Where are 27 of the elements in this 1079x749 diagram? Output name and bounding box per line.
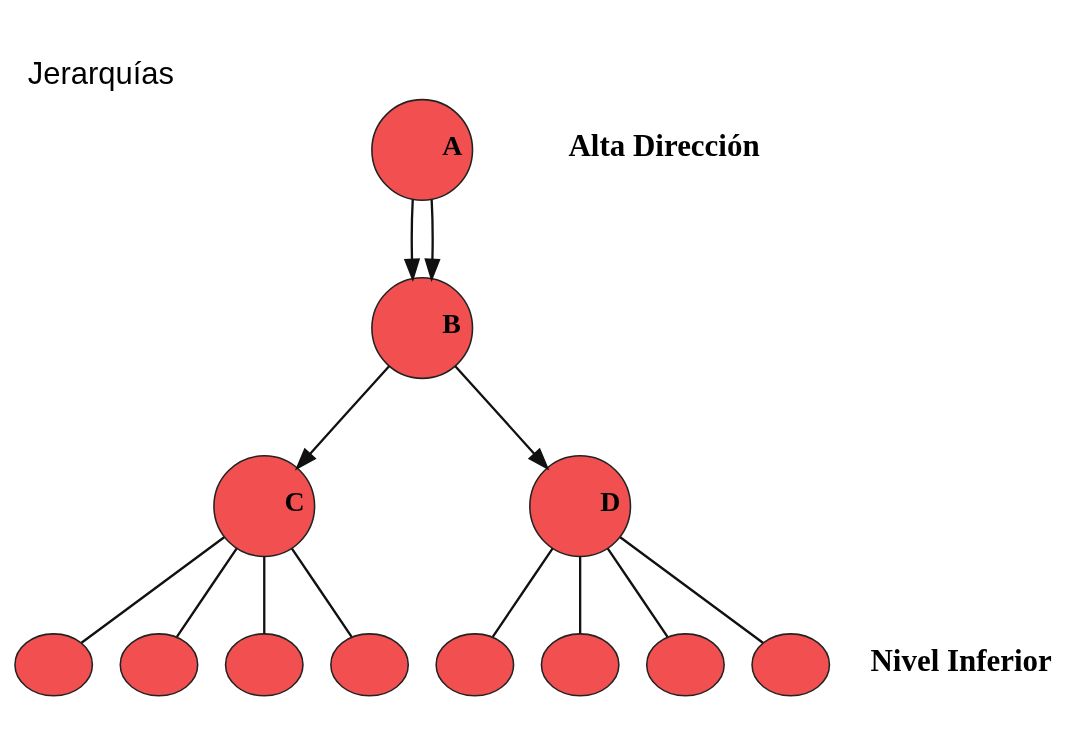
node-circle: A bbox=[371, 98, 474, 202]
node-ellipse bbox=[330, 633, 410, 697]
diagram-title: Jerarquías bbox=[27, 56, 175, 92]
arrow bbox=[403, 199, 421, 282]
node-ellipse bbox=[751, 633, 831, 697]
connector bbox=[80, 536, 225, 644]
connector bbox=[491, 547, 554, 638]
arrow bbox=[424, 199, 441, 282]
arrow bbox=[294, 365, 390, 471]
connector bbox=[619, 536, 764, 644]
connector bbox=[606, 547, 669, 638]
node-circle: B bbox=[371, 276, 474, 380]
node-ellipse bbox=[435, 633, 515, 697]
node-circle: C bbox=[213, 455, 316, 558]
node-circle: D bbox=[529, 455, 632, 558]
node-ellipse bbox=[224, 633, 304, 697]
connector bbox=[175, 547, 238, 638]
node-ellipse bbox=[14, 633, 94, 697]
label: Alta Dirección bbox=[568, 128, 760, 164]
label: Nivel Inferior bbox=[870, 643, 1052, 679]
arrow bbox=[454, 365, 550, 471]
connector bbox=[579, 556, 582, 634]
connector bbox=[290, 547, 353, 638]
node-ellipse bbox=[645, 633, 725, 697]
node-ellipse bbox=[540, 633, 620, 697]
connector bbox=[263, 556, 266, 634]
node-ellipse bbox=[119, 633, 199, 697]
